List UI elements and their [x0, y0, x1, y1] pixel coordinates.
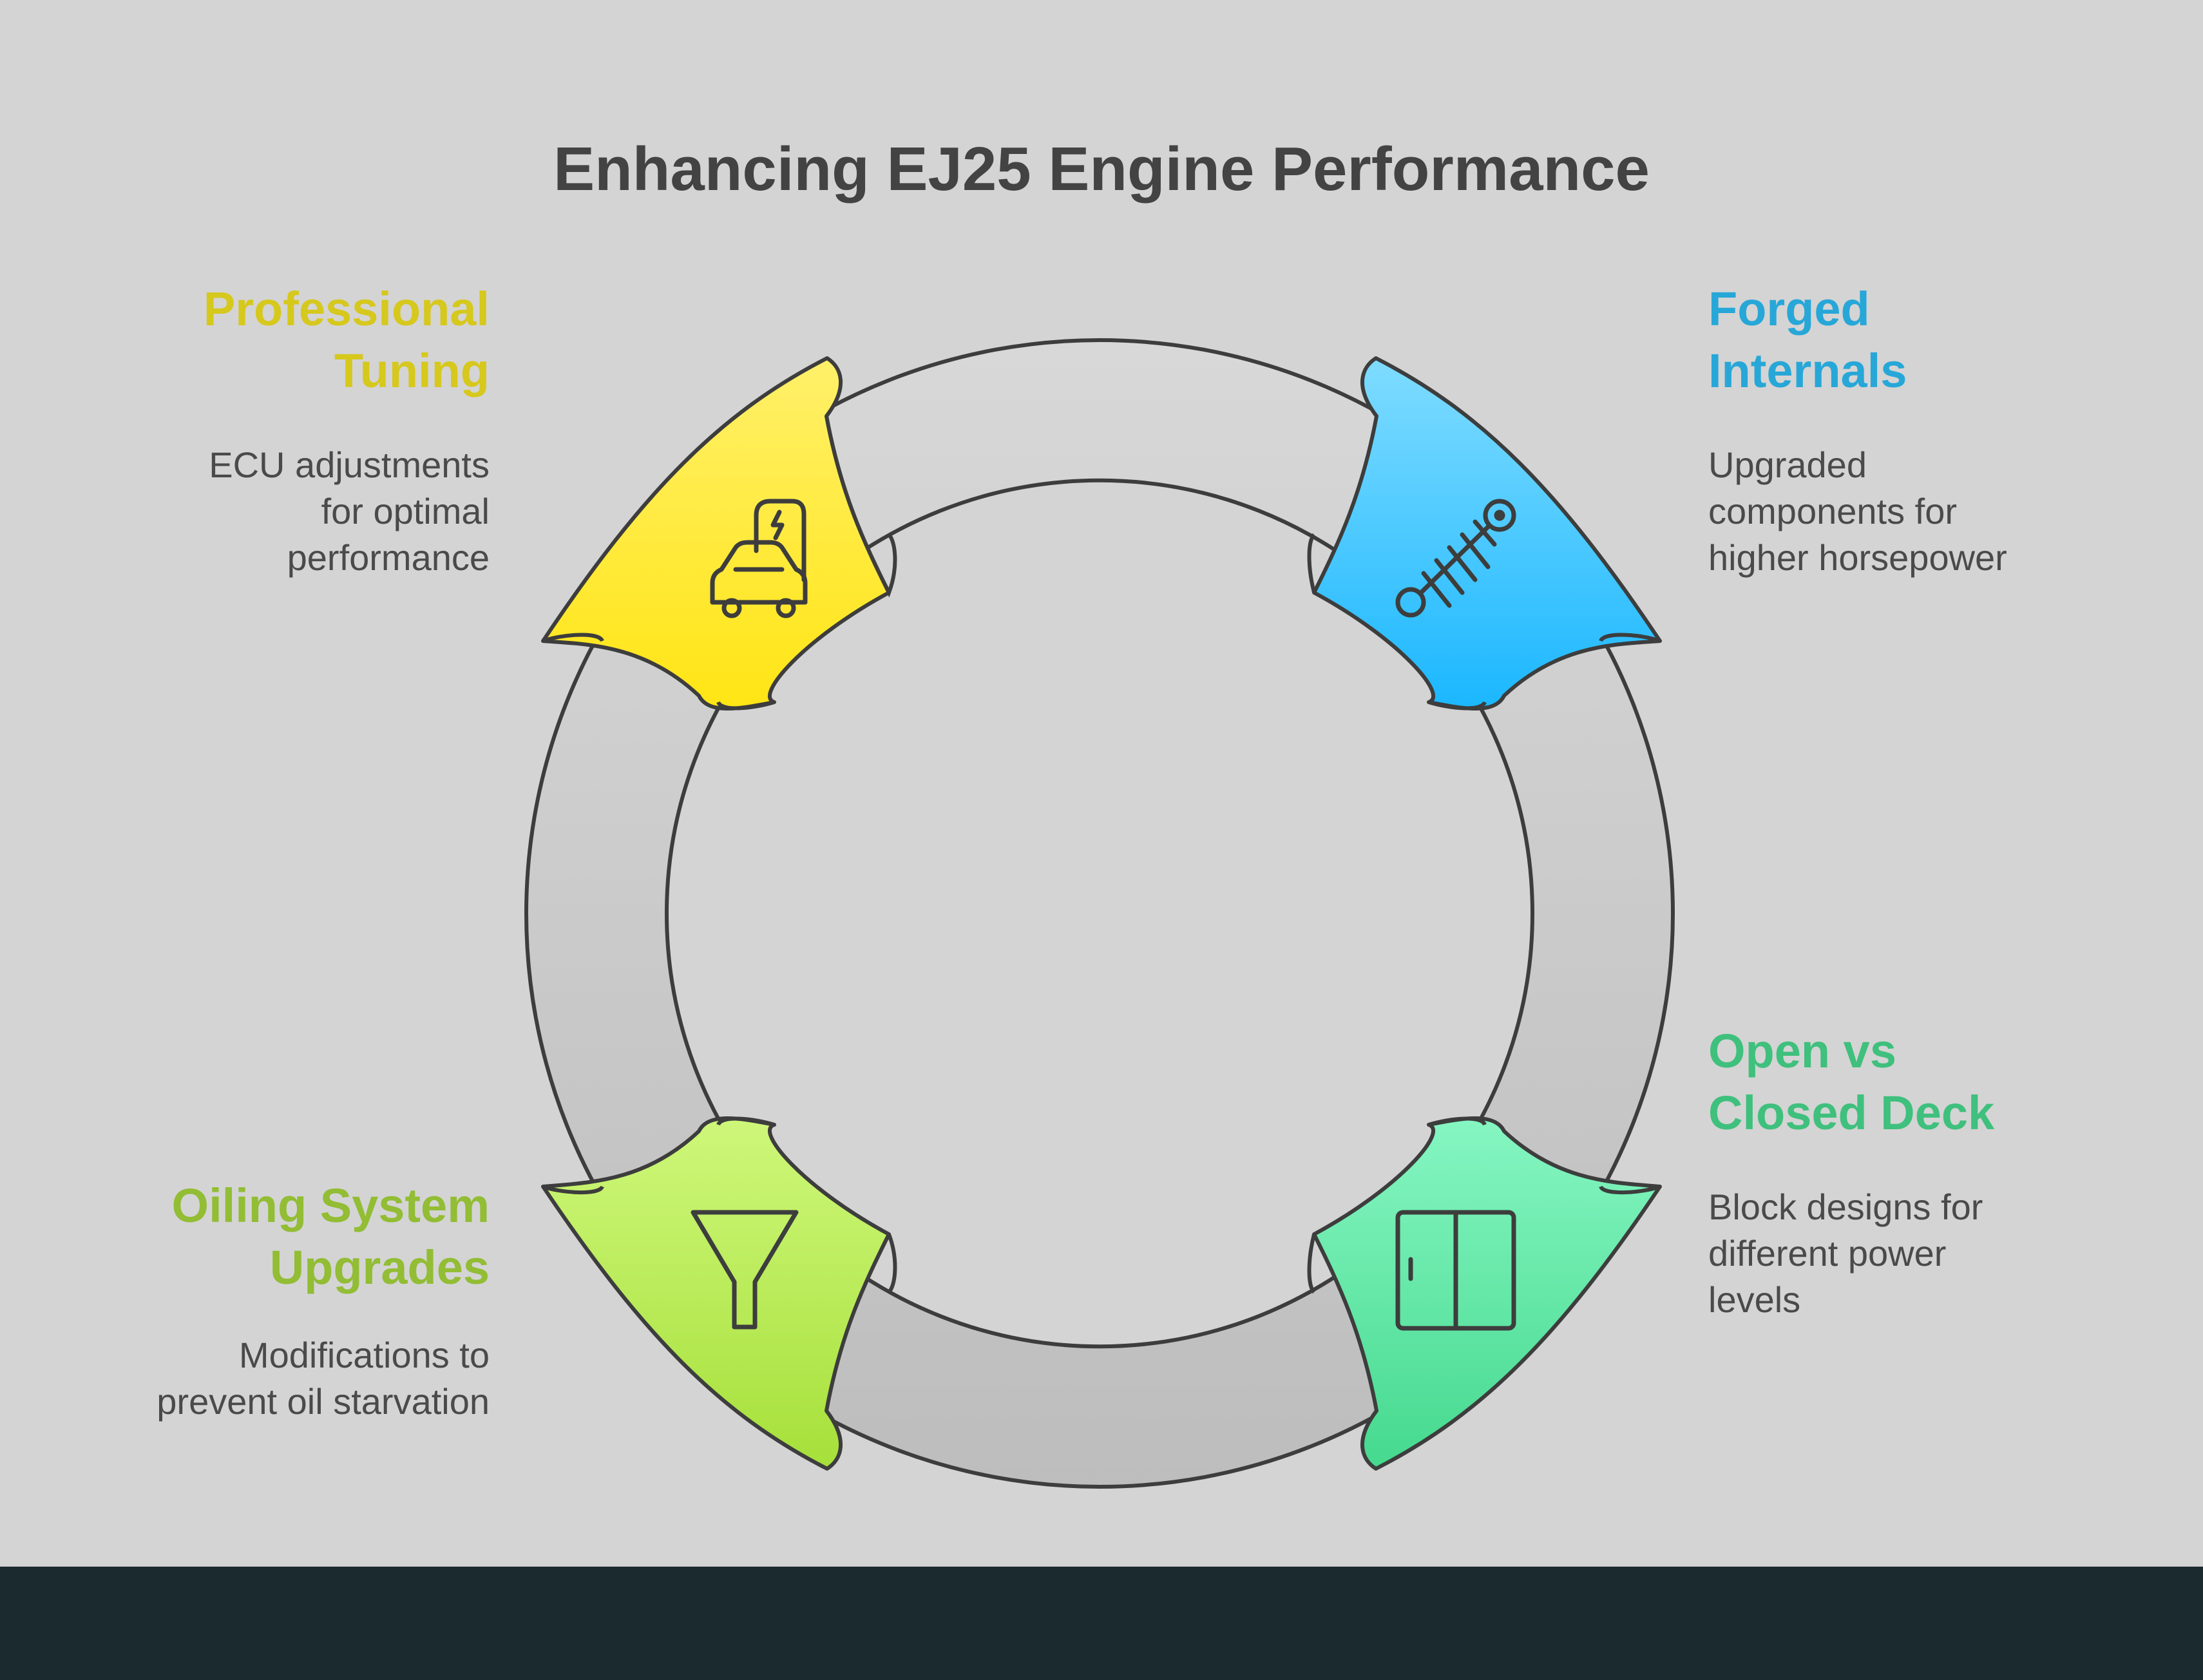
description-professional-tuning: ECU adjustments for optimal performance	[209, 444, 490, 578]
footer-band	[0, 1567, 2203, 1680]
segment-professional-tuning	[541, 356, 897, 711]
funnel-icon	[691, 1210, 799, 1330]
shock-absorber-icon	[1395, 499, 1516, 618]
description-oiling-system-upgrades: Modifications to prevent oil starvation	[157, 1335, 490, 1422]
heading-forged-internals: Forged Internals	[1708, 282, 1907, 397]
diagram-title: Enhancing EJ25 Engine Performance	[553, 135, 1650, 204]
heading-open-vs-closed-deck: Open vs Closed Deck	[1708, 1024, 1995, 1140]
segment-forged-internals	[1307, 356, 1662, 711]
segment-oiling-system-upgrades	[541, 1116, 897, 1471]
heading-oiling-system-upgrades: Oiling System Upgrades	[171, 1179, 490, 1294]
heading-professional-tuning: Professional Tuning	[203, 282, 490, 397]
diagram-background	[0, 0, 2203, 1567]
cabinet-icon	[1395, 1210, 1516, 1331]
description-open-vs-closed-deck: Block designs for different power levels	[1708, 1187, 1983, 1320]
description-forged-internals: Upgraded components for higher horsepowe…	[1708, 444, 2007, 578]
cycle-diagram	[524, 338, 1675, 1489]
car-charging-icon	[710, 499, 808, 618]
segment-open-vs-closed-deck	[1307, 1116, 1662, 1471]
